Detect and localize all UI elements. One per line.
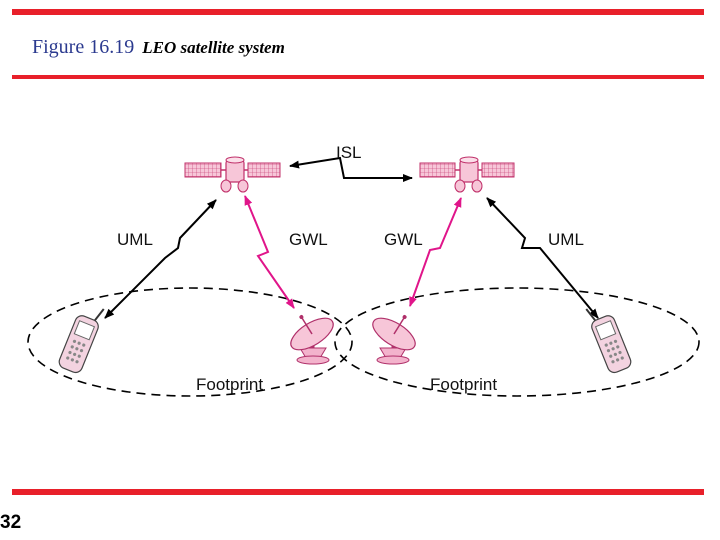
gwl-right-label: GWL xyxy=(384,230,423,249)
solar-panel-left xyxy=(184,162,222,178)
uml-right-label: UML xyxy=(548,230,584,249)
caption-rule xyxy=(12,75,704,79)
antenna-dish xyxy=(237,179,249,193)
uml-right-link xyxy=(486,197,599,319)
mobile-phone-right-icon xyxy=(585,308,632,374)
gwl-left-link xyxy=(244,195,295,309)
solar-panel-right xyxy=(247,162,281,178)
footprint-right-label: Footprint xyxy=(430,375,497,394)
figure-title: LEO satellite system xyxy=(142,38,285,57)
gwl-left-label: GWL xyxy=(289,230,328,249)
antenna-dish xyxy=(220,179,232,193)
figure-caption: Figure 16.19 LEO satellite system xyxy=(32,36,285,59)
gwl-right-link xyxy=(409,197,462,307)
antenna-dish xyxy=(454,179,466,193)
antenna-dish xyxy=(471,179,483,193)
isl-label: ISL xyxy=(336,143,362,162)
ground-station-left-icon xyxy=(290,315,334,365)
bottom-rule xyxy=(12,489,704,495)
solar-panel-left xyxy=(419,162,456,178)
uml-left-label: UML xyxy=(117,230,153,249)
figure-number: Figure 16.19 xyxy=(32,36,135,58)
page-number: 32 xyxy=(0,512,22,533)
satellite-left xyxy=(184,156,281,193)
mobile-phone-left-icon xyxy=(58,308,105,374)
solar-panel-right xyxy=(481,162,515,178)
footprint-right-ellipse xyxy=(334,287,700,397)
top-rule xyxy=(12,9,704,15)
satellite-right xyxy=(419,156,515,193)
isl-link xyxy=(289,156,413,182)
ground-station-right-icon xyxy=(372,315,416,365)
uml-left-link xyxy=(104,199,217,319)
footprint-left-label: Footprint xyxy=(196,375,263,394)
